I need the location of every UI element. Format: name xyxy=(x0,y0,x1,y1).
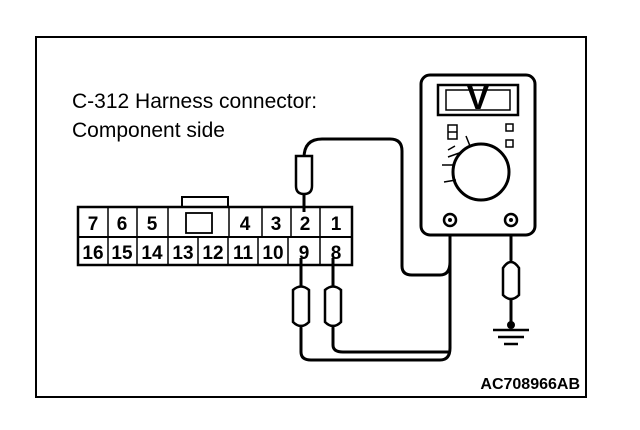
pin-16: 16 xyxy=(82,243,103,264)
pin-15: 15 xyxy=(111,243,133,264)
pin-13: 13 xyxy=(172,243,193,264)
pin-4: 4 xyxy=(240,214,251,235)
pin-11: 11 xyxy=(233,243,254,264)
test-leads xyxy=(299,137,513,362)
pin-1: 1 xyxy=(331,214,342,235)
figure-frame xyxy=(35,36,587,398)
pin-5: 5 xyxy=(147,214,158,235)
pin-12: 12 xyxy=(202,243,223,264)
pin-8: 8 xyxy=(331,243,342,264)
figure-code: AC708966AB xyxy=(480,376,580,393)
lead-pin8 xyxy=(331,326,450,354)
pin-9: 9 xyxy=(299,243,310,264)
pin-10: 10 xyxy=(262,243,283,264)
probe-pin9 xyxy=(291,258,311,328)
connector-title-line2: Component side xyxy=(72,119,225,142)
connector-title-line1: C-312 Harness connector: xyxy=(72,90,317,113)
probe-pin8 xyxy=(323,258,343,328)
lead-pin9 xyxy=(299,260,452,362)
voltmeter: V xyxy=(419,73,537,237)
pin-2: 2 xyxy=(300,214,311,235)
lead-pin2 xyxy=(302,137,452,277)
harness-connector: 7 6 5 4 3 2 1 16 15 14 13 12 11 10 9 8 xyxy=(76,196,354,267)
pin-6: 6 xyxy=(117,214,128,235)
ground-symbol-icon xyxy=(493,328,529,346)
pin-3: 3 xyxy=(271,214,282,235)
meter-display-unit: V xyxy=(467,79,490,117)
pin-14: 14 xyxy=(141,243,163,264)
meter-dial xyxy=(451,142,511,202)
connector-key xyxy=(185,212,213,234)
ground-probe xyxy=(501,260,521,329)
probe-pin2 xyxy=(294,154,314,212)
pin-7: 7 xyxy=(88,214,99,235)
